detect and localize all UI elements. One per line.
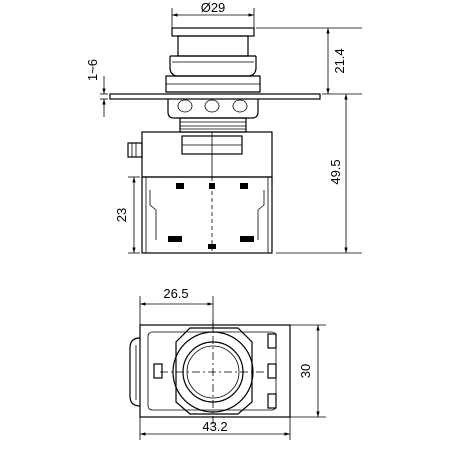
- mounting-adapter: [127, 131, 273, 178]
- depth-label: 30: [298, 364, 313, 378]
- locking-nut: [167, 99, 259, 133]
- top-view: 26.5 30 43.2: [129, 286, 326, 440]
- panel-plate: [109, 93, 321, 100]
- total-width-label: 43.2: [202, 419, 227, 434]
- head-height-label: 21.4: [332, 48, 347, 73]
- panel-thickness-label: 1~6: [85, 59, 100, 81]
- top-width-label: 26.5: [163, 286, 188, 301]
- diameter-dimension-label: Ø29: [201, 0, 226, 15]
- contact-block: [141, 176, 273, 254]
- button-head: [165, 27, 261, 93]
- block-height-label: 23: [114, 208, 129, 222]
- side-view: Ø29 1~6 21.4 49.5 23: [85, 0, 362, 254]
- total-height-label: 49.5: [328, 159, 343, 184]
